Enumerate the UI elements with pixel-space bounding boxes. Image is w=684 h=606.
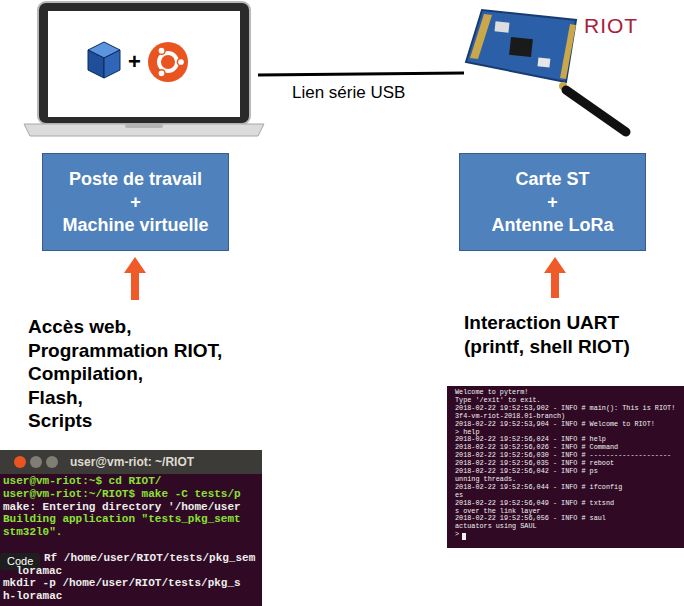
chip: [509, 37, 533, 57]
window-button: [30, 456, 42, 468]
ubuntu-icon: [158, 47, 165, 54]
terminal-line: 2018-02-22 19:52:56,044 - INFO # ifconfi…: [455, 484, 622, 492]
process-box: Carte ST+Antenne LoRa: [459, 153, 646, 251]
up-arrow: [124, 257, 146, 300]
feature-line: Accès web,: [28, 315, 132, 338]
terminal-line: actuators using SAUL: [455, 523, 537, 531]
terminal-line: unning threads.: [455, 476, 516, 484]
terminal-line: 2018-02-22 19:52:56,024 - INFO # help: [455, 436, 606, 444]
terminal-cursor: [462, 533, 466, 540]
laptop-base: [24, 124, 264, 136]
feature-line: Compilation,: [28, 362, 143, 385]
virtualbox-icon: [104, 50, 120, 78]
up-arrow: [544, 257, 566, 298]
terminal-line: mkdir -p /home/user/RIOT/tests/pkg_s: [3, 577, 241, 589]
box-text: Machine virtuelle: [62, 214, 208, 237]
virtualbox-icon: [88, 50, 104, 78]
terminal-line: 2018-02-22 19:52:53,904 - INFO # Welcome…: [455, 421, 655, 429]
feature-line: (printf, shell RIOT): [464, 335, 630, 358]
terminal-line: 2018-02-22 19:52:56,030 - INFO # -------…: [455, 452, 671, 460]
pin-header: [560, 24, 576, 79]
terminal-line: > help: [455, 429, 479, 437]
terminal-line: stm32l0".: [3, 526, 62, 538]
process-box: Poste de travail+Machine virtuelle: [42, 153, 229, 251]
feature-line: Programmation RIOT,: [28, 339, 222, 362]
logo-text: RIOT: [584, 14, 638, 38]
feature-line: Scripts: [28, 409, 92, 432]
terminal-line: >: [455, 531, 459, 539]
antenna: [566, 90, 626, 132]
terminal-line: 2018-02-22 19:52:56,026 - INFO # Command: [455, 444, 618, 452]
usb-cable: [258, 73, 464, 75]
window-title: user@vm-riot: ~/RIOT: [70, 455, 194, 469]
feature-line: Interaction UART: [464, 311, 619, 334]
terminal-line: h-loramac: [3, 590, 62, 602]
ubuntu-icon: [148, 42, 188, 82]
box-text: +: [130, 191, 141, 214]
ubuntu-icon: [158, 70, 165, 77]
box-text: Carte ST: [515, 168, 589, 191]
ubuntu-icon: [177, 58, 184, 65]
terminal-line: s over the link layer: [455, 508, 541, 516]
chip: [538, 57, 551, 67]
terminal-line: Building application "tests_pkg_semt: [3, 513, 241, 525]
laptop-lid: [38, 2, 250, 124]
window-button: [46, 456, 58, 468]
box-text: Antenne LoRa: [491, 214, 613, 237]
terminal-line: es: [455, 492, 463, 500]
laptop-notch: [125, 124, 163, 128]
terminal-line: make: Entering directory '/home/user: [3, 501, 241, 513]
box-text: +: [547, 191, 558, 214]
window-button: [14, 456, 26, 468]
ubuntu-icon: [159, 53, 177, 71]
terminal-line: 2018-02-22 19:52:56,049 - INFO # txtsnd: [455, 500, 614, 508]
terminal-line: 2018-02-22 19:52:56,035 - INFO # reboot: [455, 460, 614, 468]
terminal-window: [0, 474, 262, 606]
terminal-titlebar: [0, 450, 262, 474]
chip: [495, 21, 510, 32]
link-label: Lien série USB: [292, 83, 405, 103]
feature-line: Flash,: [28, 386, 83, 409]
terminal-line: 2018-02-22 19:52:56,056 - INFO # saul: [455, 515, 606, 523]
terminal-line: Rf /home/user/RIOT/tests/pkg_sem: [44, 552, 255, 564]
terminal-line: 2018-02-22 19:52:56,042 - INFO # ps: [455, 468, 598, 476]
box-text: Poste de travail: [69, 168, 202, 191]
terminal-window: [447, 386, 684, 548]
terminal-line: 2018-02-22 19:52:53,902 - INFO # main():…: [455, 405, 675, 413]
pin-header: [470, 14, 492, 59]
laptop-screen: [48, 11, 240, 117]
terminal-line: user@vm-riot:~/RIOT$ make -C tests/p: [3, 488, 241, 500]
st-board: [466, 10, 576, 82]
terminal-line: Type '/exit' to exit.: [455, 397, 541, 405]
terminal-line: user@vm-riot:~$ cd RIOT/: [3, 475, 161, 487]
terminal-line: Welcome to pyterm!: [455, 389, 528, 397]
screen-plus: +: [128, 50, 141, 74]
terminal-line: 3f4-vm-riot-2018.01-branch): [455, 413, 565, 421]
tooltip-text: Code: [7, 555, 33, 568]
